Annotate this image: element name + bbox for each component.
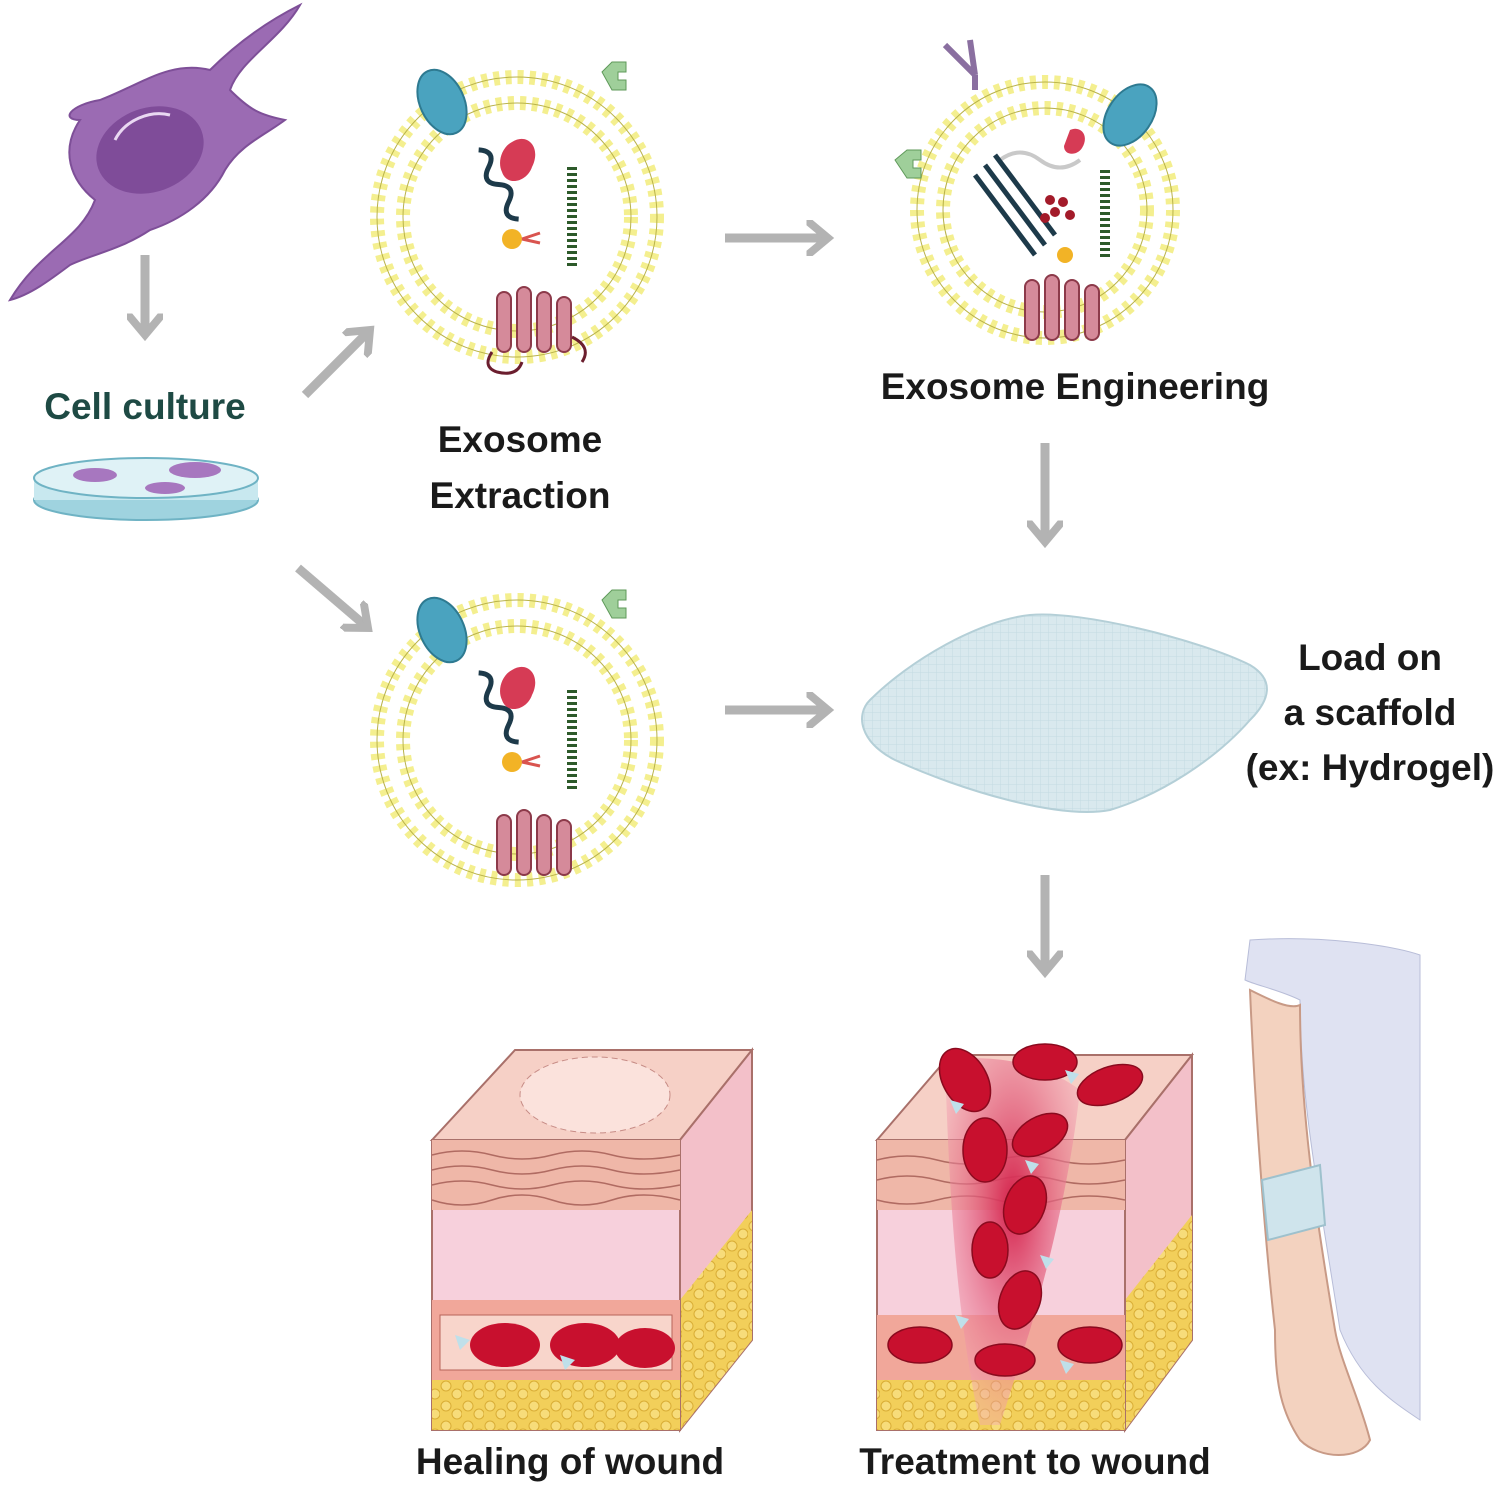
scaffold-line-2: a scaffold [1283, 692, 1457, 733]
exosome-extraction-line-2: Extraction [429, 475, 611, 516]
treatment-skin-block [874, 1043, 1195, 1434]
healing-skin-block [429, 1047, 755, 1433]
stem-cell-illustration [7, 2, 303, 302]
scaffold-line-3: (ex: Hydrogel) [1245, 747, 1495, 788]
exosome-engineering-label: Exosome Engineering [880, 366, 1270, 407]
exosome-engineered [894, 39, 1180, 345]
hydrogel-scaffold [861, 613, 1268, 813]
cell-culture-label: Cell culture [44, 386, 246, 427]
arm-with-patch [1244, 938, 1421, 1456]
exosome-extraction-label: Exosome Extraction [395, 412, 645, 524]
healing-of-wound-label: Healing of wound [415, 1441, 725, 1482]
scaffold-line-1: Load on [1298, 637, 1442, 678]
exosome-extracted-bottom [370, 589, 664, 887]
exosome-extraction-line-1: Exosome [437, 419, 603, 460]
treatment-to-wound-label: Treatment to wound [859, 1441, 1211, 1482]
petri-dish-icon [33, 457, 259, 521]
load-on-scaffold-label: Load on a scaffold (ex: Hydrogel) [1235, 630, 1501, 795]
arrow-up-right [301, 330, 370, 399]
arrow-down-right [295, 564, 368, 628]
exosome-extracted-top [370, 61, 664, 375]
